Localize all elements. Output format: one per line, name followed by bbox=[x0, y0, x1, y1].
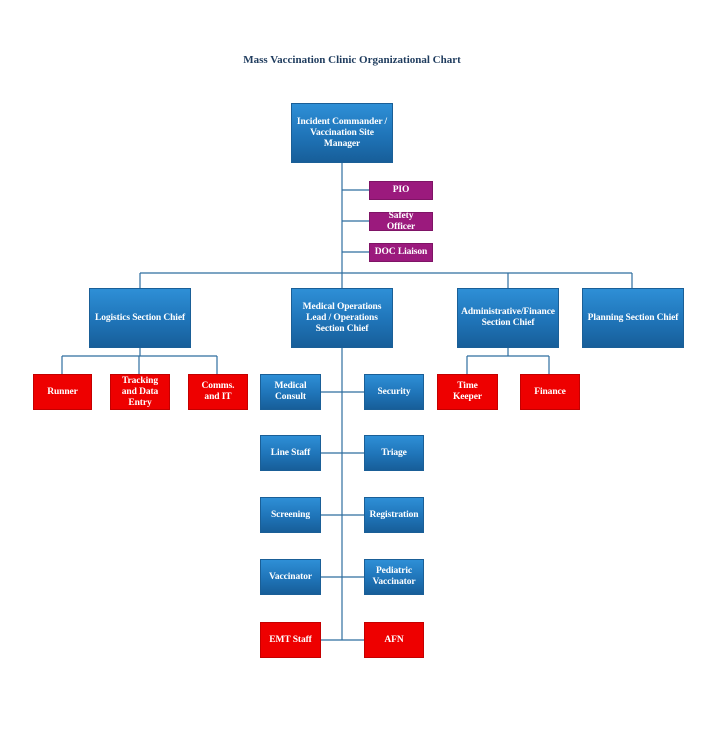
emt-staff-box: EMT Staff bbox=[260, 622, 321, 658]
admin-finance-section-label: Administrative/Finance Section Chief bbox=[461, 307, 555, 328]
doc-liaison-label: DOC Liaison bbox=[374, 247, 428, 257]
afn-box: AFN bbox=[364, 622, 424, 658]
afn-label: AFN bbox=[384, 634, 404, 645]
incident-commander-label: Incident Commander / Vaccination Site Ma… bbox=[296, 116, 388, 149]
runner-label: Runner bbox=[47, 386, 78, 397]
comms-it-box: Comms. and IT bbox=[188, 374, 248, 410]
medical-consult-box: Medical Consult bbox=[260, 374, 321, 410]
screening-label: Screening bbox=[270, 509, 311, 520]
registration-label: Registration bbox=[369, 509, 419, 520]
doc-liaison-box: DOC Liaison bbox=[369, 243, 433, 262]
tracking-data-entry-label: Tracking and Data Entry bbox=[121, 375, 159, 408]
pediatric-vaccinator-box: Pediatric Vaccinator bbox=[364, 559, 424, 595]
medical-operations-box: Medical Operations Lead / Operations Sec… bbox=[291, 288, 393, 348]
planning-section-label: Planning Section Chief bbox=[587, 312, 679, 323]
admin-finance-section-box: Administrative/Finance Section Chief bbox=[457, 288, 559, 348]
security-label: Security bbox=[377, 386, 411, 397]
pediatric-vaccinator-label: Pediatric Vaccinator bbox=[372, 566, 416, 587]
safety-officer-box: Safety Officer bbox=[369, 210, 433, 232]
time-keeper-label: Time Keeper bbox=[453, 381, 482, 402]
pio-label: PIO bbox=[392, 185, 410, 195]
tracking-data-entry-box: Tracking and Data Entry bbox=[110, 374, 170, 410]
safety-officer-label: Safety Officer bbox=[386, 210, 416, 232]
pio-box: PIO bbox=[369, 181, 433, 200]
chart-title: Mass Vaccination Clinic Organizational C… bbox=[243, 54, 461, 66]
logistics-section-box: Logistics Section Chief bbox=[89, 288, 191, 348]
incident-commander-box: Incident Commander / Vaccination Site Ma… bbox=[291, 103, 393, 163]
finance-label: Finance bbox=[534, 386, 566, 397]
triage-label: Triage bbox=[381, 447, 407, 458]
planning-section-box: Planning Section Chief bbox=[582, 288, 684, 348]
triage-box: Triage bbox=[364, 435, 424, 471]
logistics-section-label: Logistics Section Chief bbox=[94, 312, 186, 323]
vaccinator-label: Vaccinator bbox=[269, 571, 312, 582]
time-keeper-box: Time Keeper bbox=[437, 374, 498, 410]
medical-consult-label: Medical Consult bbox=[274, 381, 307, 402]
line-staff-label: Line Staff bbox=[270, 447, 311, 458]
vaccinator-box: Vaccinator bbox=[260, 559, 321, 595]
line-staff-box: Line Staff bbox=[260, 435, 321, 471]
emt-staff-label: EMT Staff bbox=[269, 634, 312, 645]
security-box: Security bbox=[364, 374, 424, 410]
runner-box: Runner bbox=[33, 374, 92, 410]
finance-box: Finance bbox=[520, 374, 580, 410]
screening-box: Screening bbox=[260, 497, 321, 533]
comms-it-label: Comms. and IT bbox=[201, 381, 235, 402]
registration-box: Registration bbox=[364, 497, 424, 533]
medical-operations-label: Medical Operations Lead / Operations Sec… bbox=[302, 301, 382, 334]
